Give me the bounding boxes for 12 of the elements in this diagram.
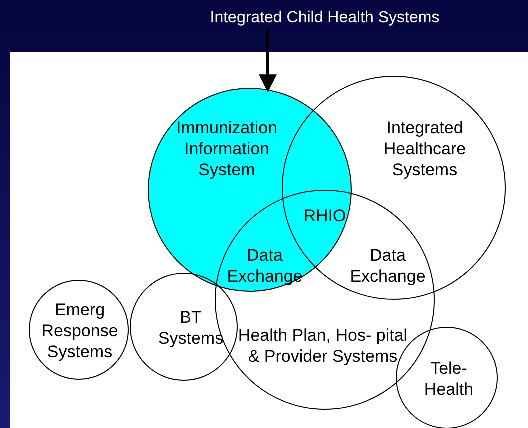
circle-label: BT Systems	[157, 307, 225, 349]
venn-circle	[29, 280, 129, 380]
circle-label: Tele- Health	[423, 358, 475, 400]
circle-label: Emerg Response Systems	[40, 300, 120, 362]
circle-label: Integrated Healthcare Systems	[382, 118, 468, 180]
circle-label: Immunization Information System	[175, 118, 279, 180]
overlap-label: RHIO	[302, 206, 348, 226]
arrow	[259, 29, 277, 93]
circle-label: Health Plan, Hos- pital & Provider Systems	[238, 325, 408, 367]
title-text: Integrated Child Health Systems	[175, 8, 475, 28]
overlap-label: Data Exchange	[349, 245, 427, 287]
overlap-label: Data Exchange	[226, 245, 304, 287]
